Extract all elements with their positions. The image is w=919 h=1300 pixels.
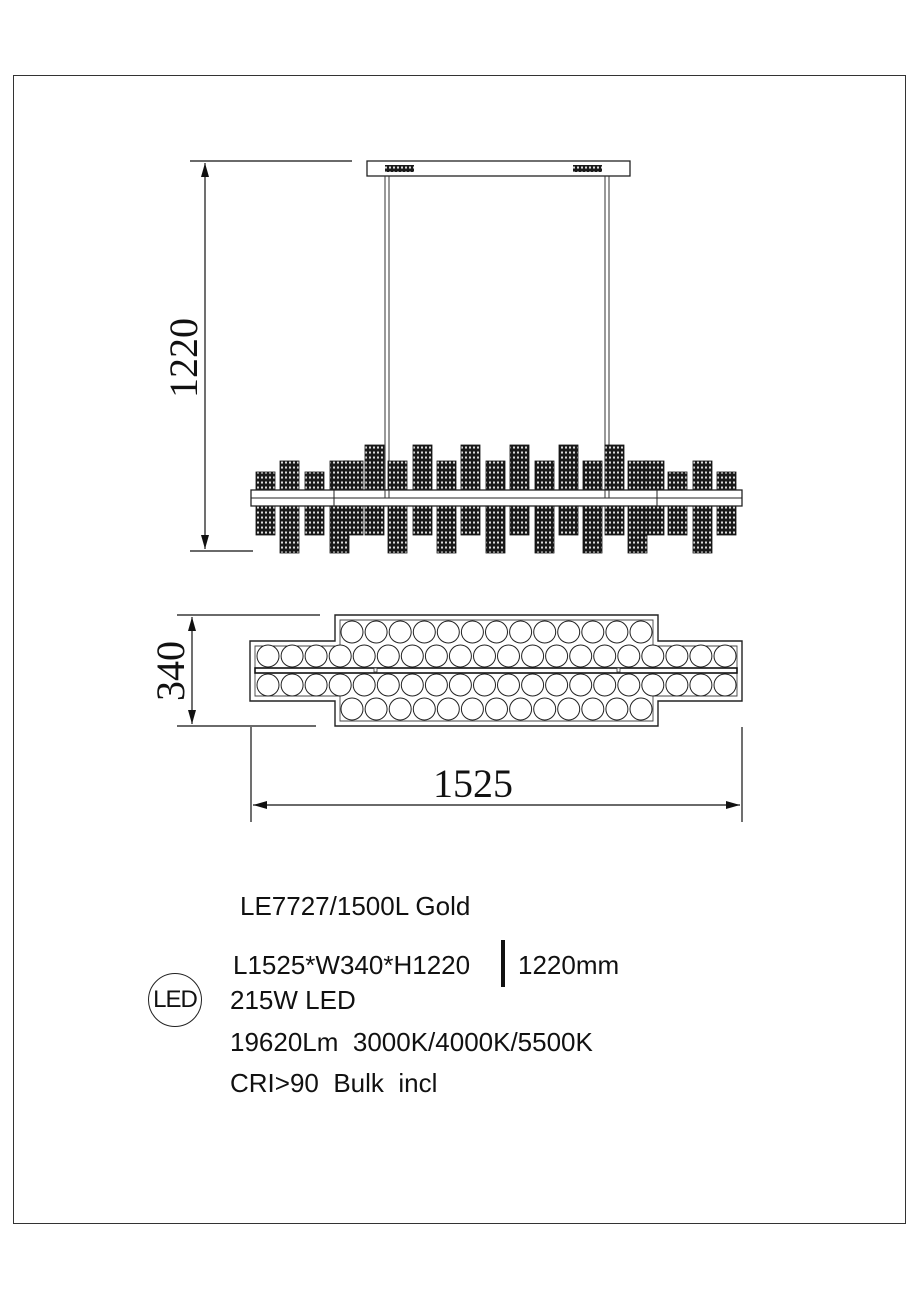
lamp-circle xyxy=(713,644,737,668)
lamp-circle xyxy=(641,644,665,668)
lamp-circle xyxy=(521,673,545,697)
lamp-circle xyxy=(304,673,328,697)
lamp-circle xyxy=(497,644,520,668)
lamp-circle xyxy=(557,620,581,644)
mesh-tube xyxy=(436,460,457,554)
lamp-circle xyxy=(400,644,424,668)
drop-length: 1220mm xyxy=(518,950,620,980)
lamp-circle xyxy=(436,620,460,644)
length-dimension-label: 1525 xyxy=(433,761,513,806)
lamp-circle xyxy=(533,697,557,721)
lamp-circle xyxy=(557,697,581,721)
lamp-circle xyxy=(605,620,629,644)
lamp-circle xyxy=(460,620,484,644)
lamp-circle xyxy=(424,644,448,668)
lamp-circle xyxy=(400,673,424,697)
power-spec: 215W LED xyxy=(230,985,356,1015)
lamp-circle xyxy=(280,644,304,668)
lamp-circle xyxy=(581,620,605,644)
lamp-circle xyxy=(436,697,460,721)
lamp-circle xyxy=(509,620,533,644)
top-view-center-bar xyxy=(254,667,738,674)
lamp-circle xyxy=(569,644,593,668)
lamp-circle xyxy=(388,697,412,721)
lamp-circles xyxy=(256,620,737,721)
front-view xyxy=(250,160,743,554)
mesh-tube xyxy=(279,460,300,554)
lamp-circle xyxy=(485,697,508,721)
lamp-circle xyxy=(629,697,653,721)
lamp-circle xyxy=(376,644,400,668)
lamp-circle xyxy=(448,644,472,668)
lamp-circle xyxy=(256,644,280,668)
lamp-circle xyxy=(340,697,364,721)
spec-separator xyxy=(501,940,505,987)
lamp-circle xyxy=(545,644,569,668)
width-dimension: 340 xyxy=(148,614,320,727)
cri-bulb-spec: CRI>90 Bulk incl xyxy=(230,1068,438,1098)
lamp-circle xyxy=(364,697,388,721)
lamp-circle xyxy=(581,697,605,721)
lamp-circle xyxy=(424,673,448,697)
top-view xyxy=(249,614,743,727)
lamp-circle xyxy=(352,673,376,697)
lamp-circle xyxy=(388,620,412,644)
lamp-circle xyxy=(340,620,364,644)
mesh-tube xyxy=(534,460,555,554)
lamp-circle xyxy=(460,697,484,721)
model-number: LE7727/1500L Gold xyxy=(240,891,471,921)
lamp-circle xyxy=(545,673,569,697)
lumen-cct-spec: 19620Lm 3000K/4000K/5500K xyxy=(230,1027,593,1057)
lamp-circle xyxy=(473,673,496,697)
lamp-circle xyxy=(605,697,629,721)
mesh-tube xyxy=(627,460,648,554)
width-dimension-label: 340 xyxy=(148,641,193,701)
canopy-spring-right xyxy=(573,165,602,172)
lamp-circle xyxy=(497,673,520,697)
lamp-circle xyxy=(521,644,545,668)
lamp-circle xyxy=(328,644,352,668)
mesh-tube xyxy=(692,460,713,554)
lamp-circle xyxy=(412,620,436,644)
length-dimension: 1525 xyxy=(250,727,743,822)
lamp-circle xyxy=(509,697,533,721)
led-badge-icon: LED xyxy=(148,973,202,1027)
lamp-circle xyxy=(256,673,280,697)
drawing-frame xyxy=(13,75,906,1224)
lamp-circle xyxy=(485,620,508,644)
lamp-circle xyxy=(689,673,713,697)
lamp-circle xyxy=(376,673,400,697)
lamp-circle xyxy=(593,644,617,668)
lamp-circle xyxy=(665,644,689,668)
lamp-circle xyxy=(352,644,376,668)
lamp-circle xyxy=(448,673,472,697)
lamp-circle xyxy=(665,673,689,697)
lamp-circle xyxy=(412,697,436,721)
lamp-circle xyxy=(364,620,388,644)
canopy-spring-left xyxy=(385,165,414,172)
lamp-circle xyxy=(569,673,593,697)
ceiling-canopy xyxy=(366,160,631,177)
lamp-circle xyxy=(641,673,665,697)
height-dimension: 1220 xyxy=(161,160,352,552)
lamp-circle xyxy=(617,644,641,668)
lamp-circle xyxy=(593,673,617,697)
lamp-circle xyxy=(617,673,641,697)
lamp-circle xyxy=(304,644,328,668)
lamp-circle xyxy=(328,673,352,697)
size-spec: L1525*W340*H1220 xyxy=(233,950,471,980)
mesh-tube xyxy=(485,460,506,554)
lamp-circle xyxy=(473,644,496,668)
lamp-circle xyxy=(713,673,737,697)
mesh-tube xyxy=(387,460,408,554)
lamp-circle xyxy=(280,673,304,697)
suspension-rods xyxy=(384,176,610,497)
lamp-circle xyxy=(629,620,653,644)
lamp-circle xyxy=(533,620,557,644)
led-badge-label: LED xyxy=(153,986,198,1013)
mesh-tube xyxy=(582,460,603,554)
height-dimension-label: 1220 xyxy=(161,318,206,398)
lamp-circle xyxy=(689,644,713,668)
